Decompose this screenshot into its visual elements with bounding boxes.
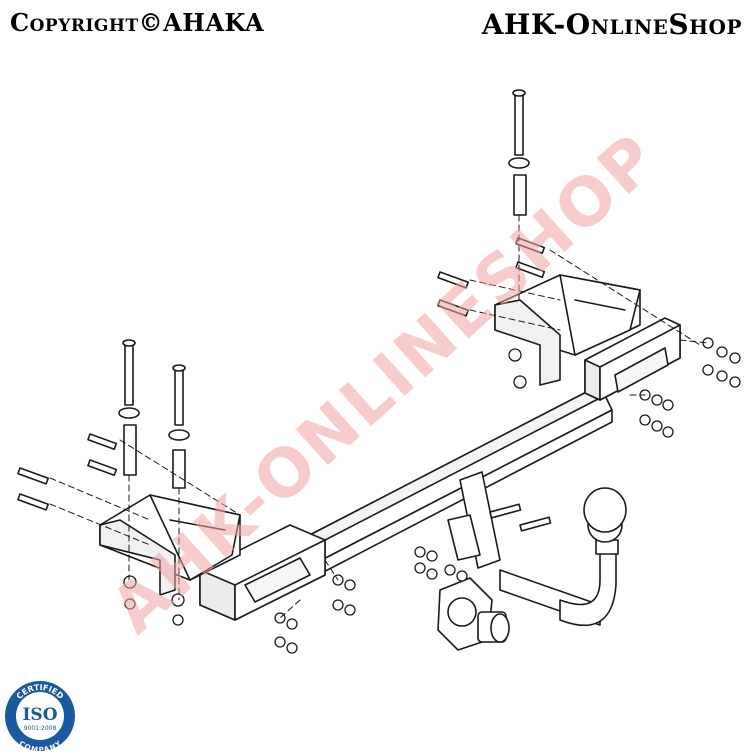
vertical-bolts-left [118, 339, 190, 489]
nuts-and-washers [123, 337, 741, 654]
crossbar-tube [299, 384, 613, 579]
copyright-text: Copyright©AHAKA [10, 8, 265, 37]
right-end-plate [584, 317, 681, 401]
iso-certified-badge: CERTIFIED COMPANY ISO 9001:2008 [5, 681, 75, 754]
tow-ball-assembly [447, 471, 627, 627]
badge-standard-text: 9001:2008 [24, 725, 57, 732]
shop-name: AHK-OnlineShop [481, 8, 742, 41]
horizontal-bolts [17, 237, 552, 532]
electric-socket [437, 577, 510, 651]
vertical-bolt-right [508, 89, 530, 216]
badge-main-text: ISO [22, 705, 57, 725]
right-side-bracket [494, 274, 641, 386]
left-side-bracket [99, 494, 241, 596]
left-end-plate [199, 524, 326, 621]
assembly-guide-lines [49, 214, 709, 619]
